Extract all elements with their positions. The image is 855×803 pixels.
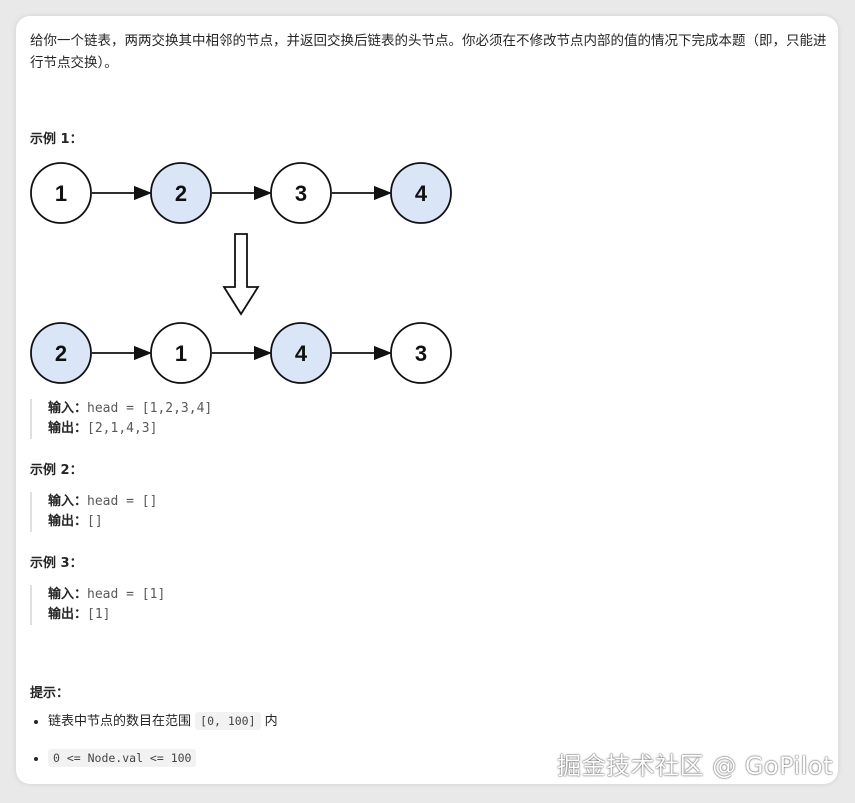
constraint-item: 0 <= Node.val <= 100 [48,748,648,769]
output-value: [] [87,514,103,529]
after-node-3-label: 3 [415,341,427,366]
after-node-2 [30,322,92,384]
after-node-4-label: 4 [295,341,308,366]
after-node-4 [270,322,332,384]
constraints-list: 链表中节点的数目在范围 [0, 100] 内 0 <= Node.val <= … [30,711,648,784]
output-value: [2,1,4,3] [87,421,158,436]
input-value: head = [] [87,494,158,509]
after-node-1-label: 1 [175,341,187,366]
output-value: [1] [87,607,111,622]
example-2-block: 输入：head = [] 输出：[] [30,492,648,532]
before-node-4-label: 4 [415,181,428,206]
inline-code: [0, 100] [195,712,261,730]
after-node-1 [150,322,212,384]
constraint-item: 链表中节点的数目在范围 [0, 100] 内 [48,711,648,732]
before-node-1 [30,162,92,224]
transform-down-arrow [222,233,260,316]
output-label: 输出： [48,607,88,622]
before-node-2-label: 2 [175,181,187,206]
input-label: 输入： [48,401,88,416]
example-1-block: 输入：head = [1,2,3,4] 输出：[2,1,4,3] [30,399,648,439]
input-label: 输入： [48,587,88,602]
hints-title: 提示： [30,686,70,701]
example-2-title: 示例 2： [30,463,83,478]
after-node-3 [390,322,452,384]
before-node-4 [390,162,452,224]
before-node-1-label: 1 [55,181,67,206]
problem-description: 给你一个链表，两两交换其中相邻的节点，并返回交换后链表的头节点。你必须在不修改节… [30,33,827,71]
example-3-title: 示例 3： [30,556,83,571]
input-value: head = [1,2,3,4] [87,401,213,416]
before-node-2 [150,162,212,224]
input-label: 输入： [48,494,88,509]
after-node-2-label: 2 [55,341,67,366]
inline-code: 0 <= Node.val <= 100 [48,749,197,767]
problem-card: 给你一个链表，两两交换其中相邻的节点，并返回交换后链表的头节点。你必须在不修改节… [16,16,838,784]
input-value: head = [1] [87,587,166,602]
example-1-title: 示例 1： [30,132,83,147]
output-label: 输出： [48,421,88,436]
example-3-block: 输入：head = [1] 输出：[1] [30,585,648,625]
watermark: 掘金技术社区 @ GoPilot [557,752,833,780]
output-label: 输出： [48,514,88,529]
before-node-3 [270,162,332,224]
before-node-3-label: 3 [295,181,307,206]
swap-diagram: 1 2 3 4 2 1 4 3 [30,162,452,384]
